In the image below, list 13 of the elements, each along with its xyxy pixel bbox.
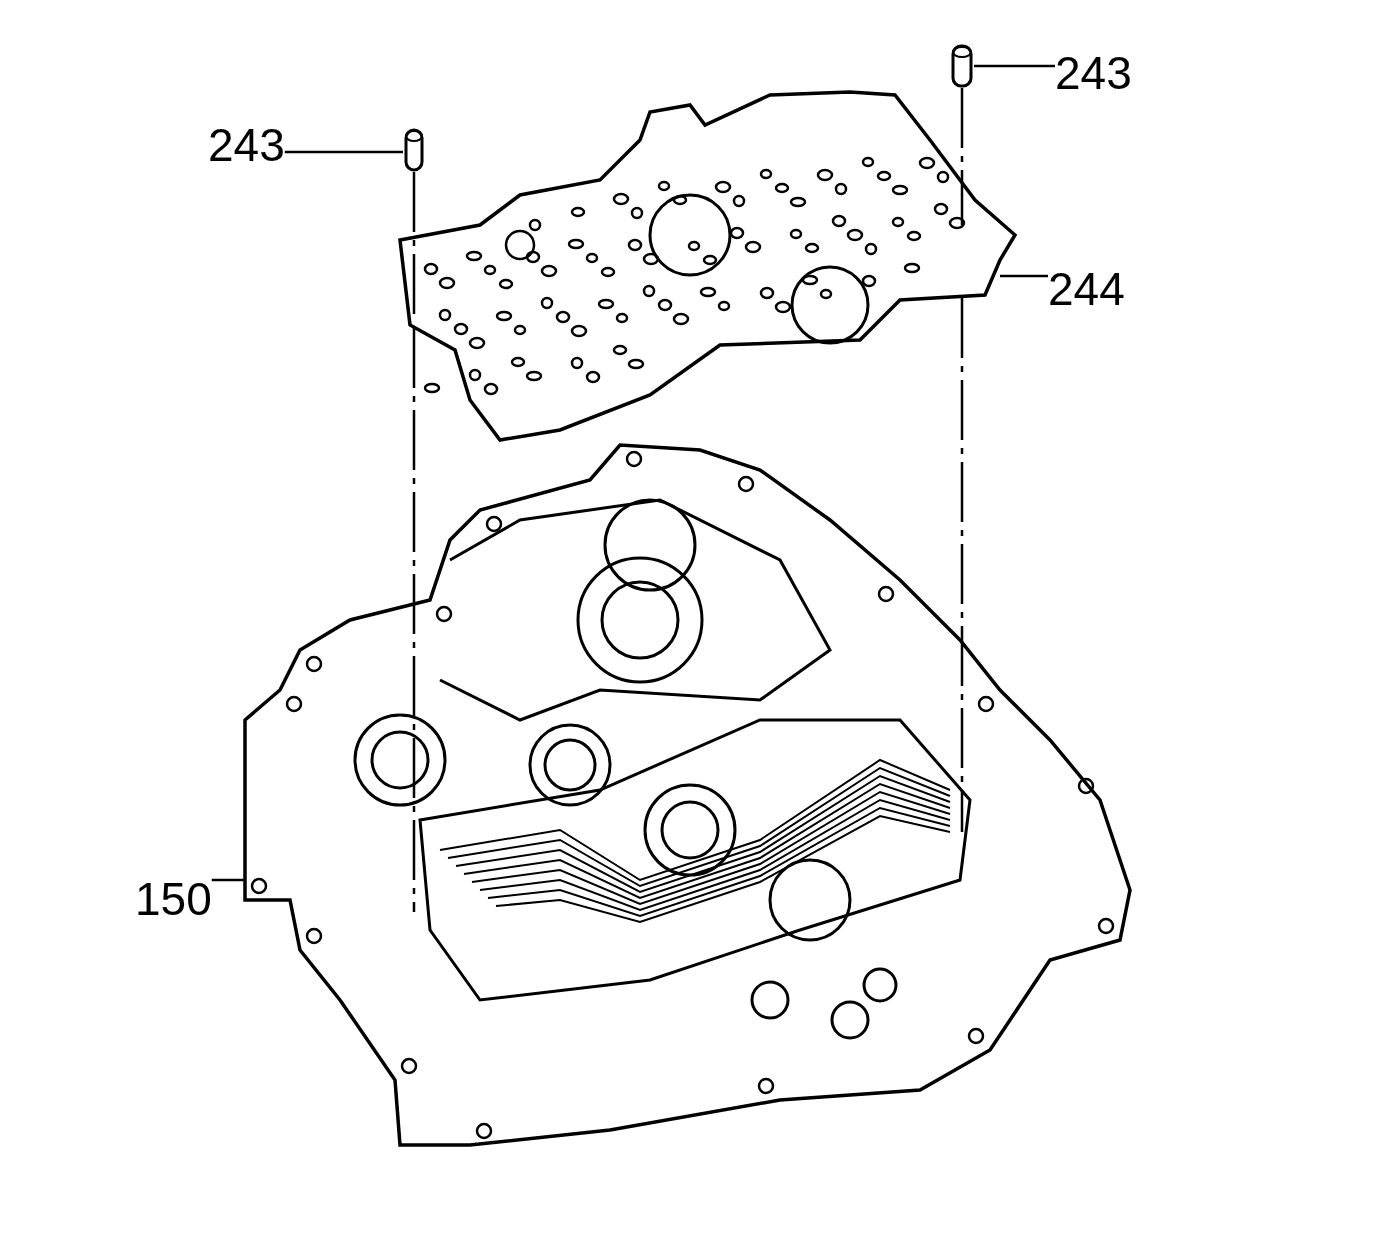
alignment-line (960, 298, 964, 832)
callout-number: 243 (1055, 50, 1132, 96)
callout-number: 243 (208, 122, 285, 168)
alignment-line (960, 88, 964, 225)
pin-drawing (950, 44, 974, 88)
leader-line (974, 64, 1055, 68)
callout-number: 244 (1048, 266, 1125, 312)
leader-line (1000, 274, 1048, 278)
leader-line (284, 150, 403, 154)
leader-line (211, 878, 246, 882)
alignment-line (412, 328, 416, 912)
callout-number: 150 (135, 876, 212, 922)
pin-drawing (403, 128, 425, 172)
